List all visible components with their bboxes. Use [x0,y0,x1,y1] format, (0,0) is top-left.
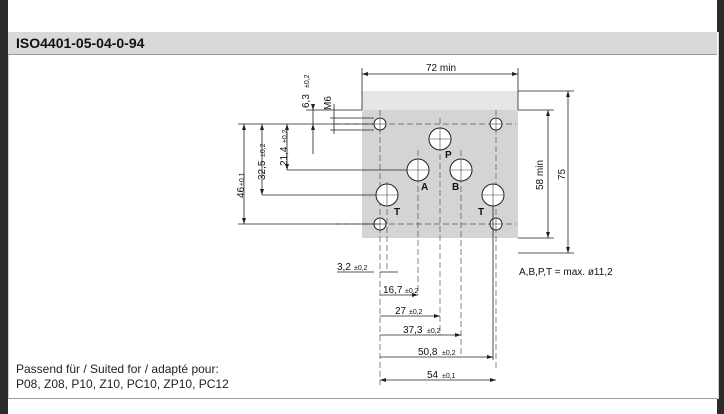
section-title: ISO4401-05-04-0-94 [16,35,145,51]
dim-50-8-tol: ±0,2 [442,350,456,357]
dim-32-5: 32,5 [257,160,268,180]
section-header: ISO4401-05-04-0-94 [8,32,717,55]
dim-46-tol: ±0,1 [239,172,246,186]
dim-21-4-tol: ±0,2 [282,129,289,143]
dim-58-min: 58 min [535,160,546,190]
dim-16-7-tol: ±0,2 [405,288,419,295]
dim-m6: M6 [323,96,334,110]
dim-3-2: 3,2 [337,262,351,273]
compatibility-note: Passend für / Suited for / adapté pour: … [16,362,229,392]
dim-50-8: 50,8 [418,347,438,358]
dim-75: 75 [557,168,568,180]
dim-37-3-tol: ±0,2 [427,328,441,335]
dim-21-4: 21,4 [279,146,290,166]
port-label-p: P [445,150,452,161]
port-size-note: A,B,P,T = max. ø11,2 [519,267,613,278]
dim-16-7: 16,7 [383,285,403,296]
hole-crosshairs [374,118,504,230]
dim-27-tol: ±0,2 [409,309,423,316]
dim-54-tol: ±0,1 [442,373,456,380]
plate-top-band [362,91,518,110]
dim-27: 27 [395,306,407,317]
top-strip [8,0,717,32]
dim-3-2-tol: ±0,2 [354,265,368,272]
dim-6-3: 6,3 [301,94,312,108]
arrowheads [242,72,570,382]
window-edge-right [717,0,724,414]
bottom-divider [8,398,717,399]
dim-46: 46 [236,186,247,198]
window-edge-left [0,0,8,414]
port-label-t2: T [478,207,484,218]
port-label-b: B [452,182,459,193]
port-label-a: A [421,182,428,193]
port-label-t1: T [394,207,400,218]
dim-37-3: 37,3 [403,325,423,336]
dim-72-min: 72 min [426,63,456,74]
dim-54: 54 [427,370,439,381]
dim-6-3-tol: ±0,2 [304,74,311,88]
compatibility-heading: Passend für / Suited for / adapté pour: [16,362,219,376]
compatibility-models: P08, Z08, P10, Z10, PC10, ZP10, PC12 [16,377,229,391]
dimension-lines [238,68,574,381]
dim-32-5-tol: ±0,2 [260,143,267,157]
